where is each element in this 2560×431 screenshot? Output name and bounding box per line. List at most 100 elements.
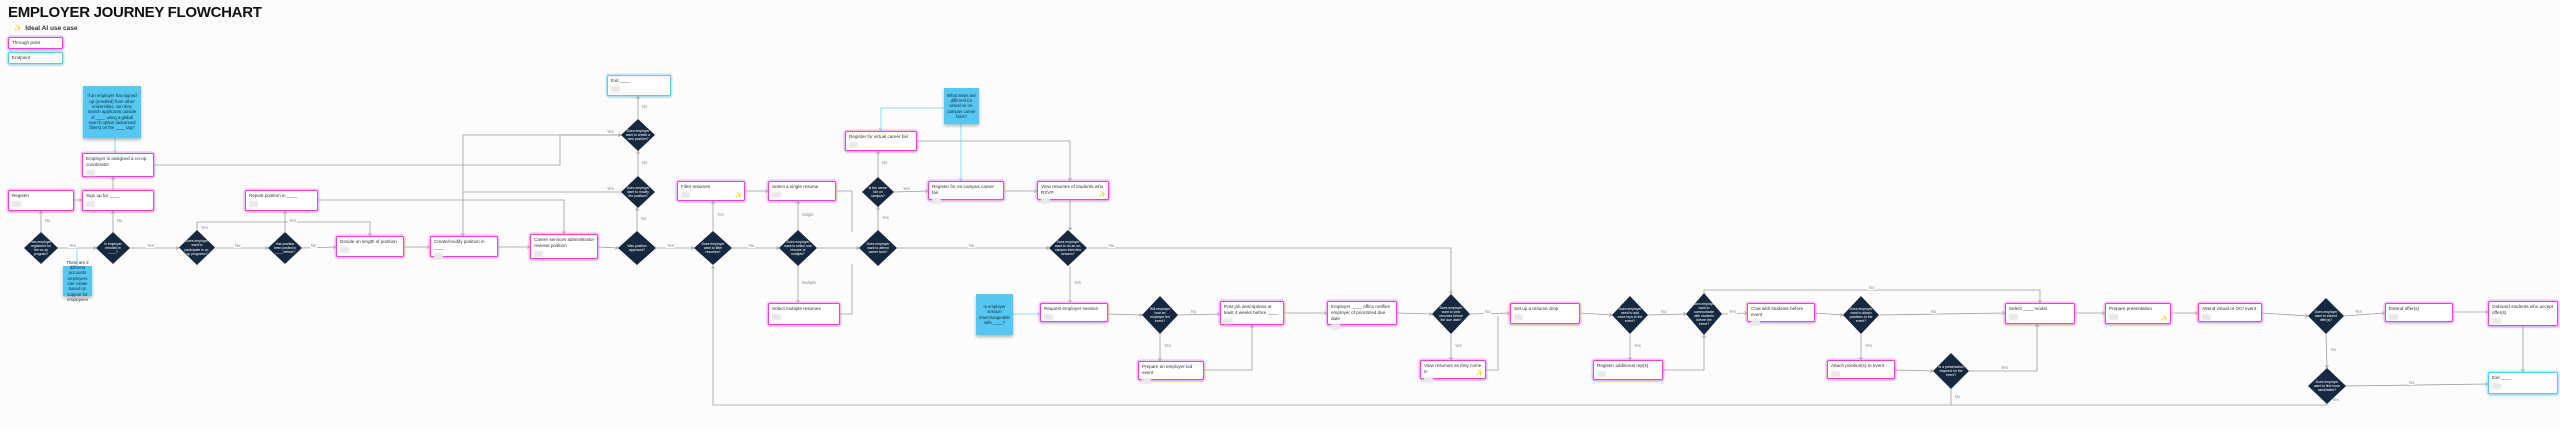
flow-node[interactable]: Create/modify position in ____: [430, 236, 498, 259]
edge-label: No: [2330, 347, 2338, 353]
legend-through-point[interactable]: Through point: [8, 37, 63, 49]
connector[interactable]: [1647, 314, 1686, 315]
node-label: Select ____ model: [2009, 306, 2048, 311]
edge-label: No: [2408, 380, 2416, 386]
edge-label: No: [640, 216, 648, 222]
flow-node[interactable]: Request employer session: [1040, 303, 1108, 322]
flow-node[interactable]: Career services administrator reviews po…: [530, 234, 598, 259]
connector[interactable]: [2345, 384, 2488, 387]
sticky-note[interactable]: If an employer has signed up (enrolled) …: [83, 86, 141, 138]
connector[interactable]: [1814, 312, 1843, 315]
endpoint-node[interactable]: Exit ____: [607, 75, 671, 96]
flow-node[interactable]: Register additional rep(s): [1593, 360, 1663, 380]
connector[interactable]: [1087, 247, 1451, 294]
ai-sparkle-icon: ✨: [1475, 371, 1483, 377]
connector[interactable]: [1396, 313, 1432, 314]
sticky-note[interactable]: Is employer session interchangeable with…: [976, 294, 1013, 335]
flow-node[interactable]: Decide on length of position: [336, 236, 404, 257]
connector[interactable]: [1204, 325, 1252, 371]
redacted-chip: [434, 252, 443, 259]
connector[interactable]: [2326, 333, 2327, 368]
flow-node[interactable]: Prepare presentation✨: [2105, 303, 2171, 324]
connector[interactable]: [1894, 370, 1933, 371]
node-label: Select a single resume: [772, 184, 819, 189]
connector[interactable]: [318, 199, 564, 234]
connector[interactable]: [1969, 324, 2037, 372]
flow-node[interactable]: Select ____ model: [2005, 303, 2075, 324]
flow-node[interactable]: Select multiple resumes: [768, 303, 840, 325]
connector[interactable]: [1486, 316, 1499, 371]
edge-label: No: [1190, 309, 1198, 315]
connector[interactable]: [597, 247, 618, 248]
node-label: View resumes as they come in: [1424, 363, 1482, 374]
connector[interactable]: [154, 135, 621, 166]
connector[interactable]: [1663, 335, 1704, 371]
node-label: Chat with students before event: [1751, 306, 1804, 317]
flow-node[interactable]: Chat with students before event: [1747, 303, 1815, 326]
flow-node[interactable]: Repost position in ____: [245, 190, 318, 211]
connector[interactable]: [1703, 289, 2040, 303]
connector[interactable]: [1878, 313, 2005, 316]
flow-node[interactable]: Prepare an employer led event: [1138, 361, 1204, 384]
flow-node[interactable]: Employer is assigned a co-op coordinator: [82, 153, 154, 177]
redacted-chip: [249, 200, 258, 207]
edge-label: Multiple: [801, 280, 818, 286]
node-label: Attach position(s) to event: [1831, 363, 1885, 368]
node-label: Exit ____: [2492, 375, 2512, 380]
connector[interactable]: [1107, 314, 1142, 315]
flow-node[interactable]: Register for virtual career fair: [845, 131, 917, 151]
connector[interactable]: [301, 247, 336, 248]
flow-node[interactable]: Set up a resume drop: [1510, 303, 1580, 324]
flow-node[interactable]: View resumes of students who RSVP✨: [1037, 181, 1109, 204]
flow-node[interactable]: Attend virtual or OCI event: [2198, 303, 2262, 322]
edge-label: No: [1660, 309, 1668, 315]
flow-node[interactable]: Post job descriptions at least 4 weeks b…: [1220, 301, 1284, 325]
flowchart-title: EMPLOYER JOURNEY FLOWCHART: [8, 4, 262, 21]
connector[interactable]: [836, 190, 853, 232]
legend-endpoint[interactable]: Endpoint: [8, 52, 63, 64]
decision-label: Does employer want to modify the positio…: [626, 185, 650, 198]
redacted-chip: [1751, 319, 1760, 326]
flow-node[interactable]: Onboard students who accept offer(s): [2488, 301, 2558, 326]
edge-label: Single: [801, 212, 815, 218]
edge-label: Yes: [666, 243, 675, 249]
connector[interactable]: [893, 191, 928, 192]
connector[interactable]: [1579, 312, 1612, 315]
connector[interactable]: [2261, 312, 2308, 316]
endpoint-node[interactable]: Exit ____: [2488, 372, 2558, 394]
flow-node[interactable]: Select a single resume: [768, 181, 836, 201]
sticky-note[interactable]: There are 2 different accounts employers…: [63, 260, 92, 302]
ai-legend-label: Ideal AI use case: [25, 25, 78, 32]
redacted-chip: [2492, 317, 2501, 324]
edge-label: Yes: [606, 129, 615, 135]
connector[interactable]: [917, 140, 1070, 181]
flow-node[interactable]: Filter resumes✨: [677, 181, 745, 201]
flow-node[interactable]: View resumes as they come in✨: [1420, 360, 1486, 383]
ai-use-case-legend: ✨ Ideal AI use case: [14, 25, 77, 32]
redacted-chip: [1142, 377, 1151, 384]
edge-label: Yes: [1163, 343, 1172, 349]
connector[interactable]: [840, 264, 853, 315]
connector[interactable]: [196, 221, 370, 236]
connector[interactable]: [713, 266, 2328, 406]
node-label: Post job descriptions at least 4 weeks b…: [1224, 304, 1278, 315]
flow-node[interactable]: Register: [8, 190, 74, 211]
flow-node[interactable]: Attach position(s) to event: [1827, 360, 1895, 379]
flow-node[interactable]: Employer ____ office notifies employer o…: [1327, 301, 1397, 330]
node-label: Create/modify position in ____: [434, 239, 485, 250]
flow-node[interactable]: Sign up for ____: [82, 190, 154, 211]
node-label: Register for on-campus career fair: [932, 184, 995, 195]
sticky-note[interactable]: What steps are different for virtual vs …: [944, 88, 979, 124]
redacted-chip: [1044, 313, 1053, 320]
decision-label: Does employer want to select one resume …: [784, 239, 812, 257]
redacted-chip: [772, 313, 781, 320]
connector[interactable]: [1177, 314, 1220, 315]
connector[interactable]: [463, 134, 621, 236]
edge-label: No: [116, 218, 124, 224]
flow-node[interactable]: Extend offer(s): [2385, 303, 2453, 322]
flow-node[interactable]: Register for on-campus career fair: [928, 181, 1004, 204]
connector[interactable]: [2343, 313, 2385, 317]
redacted-chip: [534, 250, 543, 257]
connector[interactable]: [881, 107, 944, 131]
